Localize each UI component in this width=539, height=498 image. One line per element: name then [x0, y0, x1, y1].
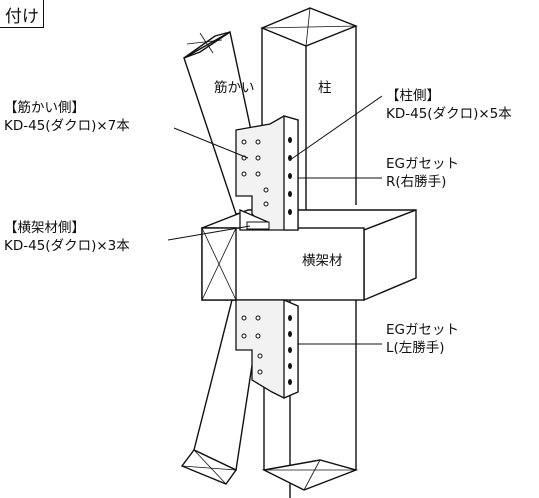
gusset-left-hand: L(左勝手)	[386, 340, 445, 356]
beam-side-spec: KD-45(ダクロ)×3本	[4, 238, 130, 254]
brace-label: 筋かい	[214, 80, 255, 96]
brace-side-heading: 【筋かい側】	[4, 100, 85, 116]
gusset-right-hand: R(右勝手)	[386, 174, 447, 190]
title-text: 付け	[5, 7, 39, 27]
post-side-heading: 【柱側】	[386, 88, 440, 104]
brace-side-spec: KD-45(ダクロ)×7本	[4, 118, 130, 134]
title-box: 付け	[0, 0, 44, 28]
beam-label: 横架材	[302, 253, 343, 269]
gusset-plate-upper	[235, 115, 299, 231]
beam-side-heading: 【横架材側】	[4, 220, 85, 236]
post-label: 柱	[318, 80, 332, 96]
gusset-plate-lower	[235, 299, 299, 399]
leader-lines	[167, 95, 383, 345]
gusset-left-name: EGガセット	[386, 322, 459, 338]
post-side-spec: KD-45(ダクロ)×5本	[386, 106, 512, 122]
gusset-right-name: EGガセット	[386, 156, 459, 172]
